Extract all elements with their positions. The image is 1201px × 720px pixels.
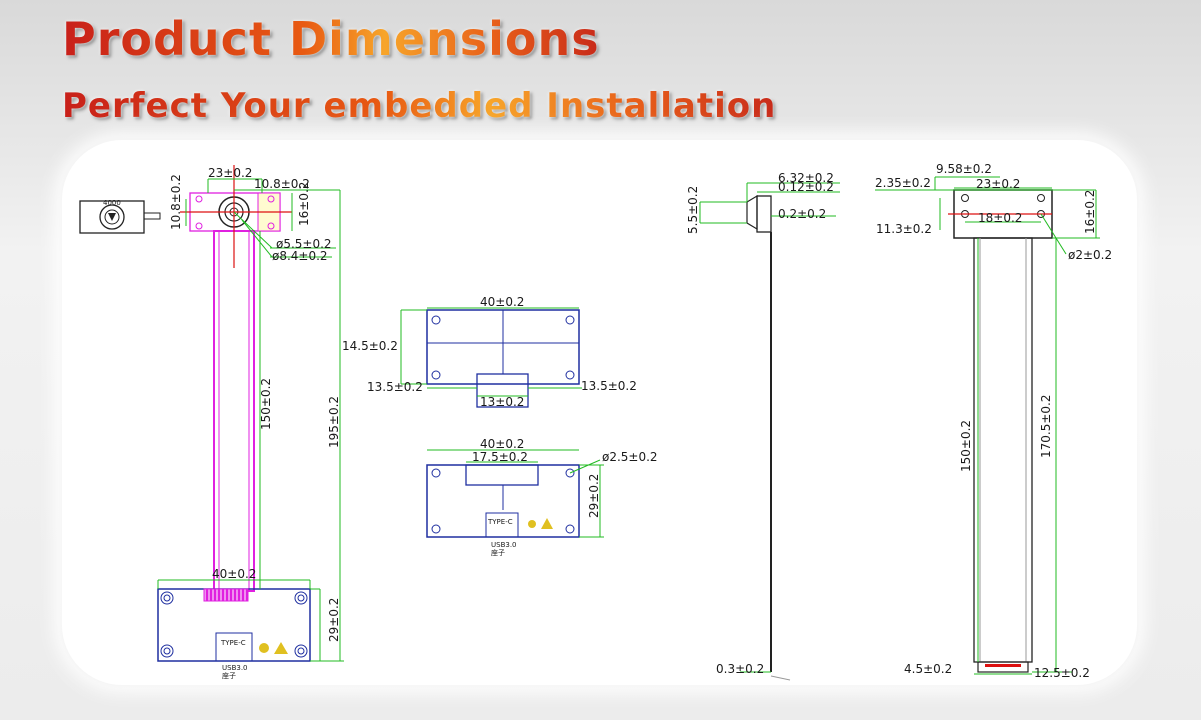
dim-side-lens-depth: 0.2±0.2 [778,207,826,221]
usb-board-usb-label: USB3.0 [491,541,517,549]
dim-back-width: 40±0.2 [480,295,524,309]
dim-back-tab-right: 13.5±0.2 [581,379,637,393]
page-title: Product Dimensions [62,12,600,66]
page-subtitle: Perfect Your embedded Installation [62,86,777,126]
dim-front-left-height: 10.8±0.2 [169,174,183,230]
usb-board-connector-label: TYPE-C [487,518,513,526]
dim-front-board-height: 29±0.2 [327,598,341,642]
dim-usb-hole-diameter: ø2.5±0.2 [602,450,658,464]
back-view: 40±0.2 14.5±0.2 13.5±0.2 13.5±0.2 13±0.2 [342,295,637,409]
dim-rear-hole-spacing: 18±0.2 [978,211,1022,225]
dim-front-total-length: 195±0.2 [327,396,341,448]
dim-lens-diameter: ø5.5±0.2 [276,237,332,251]
side-view: 6.32±0.2 0.12±0.2 0.2±0.2 5.5±0.2 0.3±0.… [686,171,840,681]
dim-front-right-height: 16±0.2 [297,182,311,226]
dim-side-gap: 0.12±0.2 [778,180,834,194]
dim-front-board-width: 40±0.2 [212,567,256,581]
front-usb-label: USB3.0 [222,664,248,672]
dim-back-tab-width: 13±0.2 [480,395,524,409]
front-connector-label: TYPE-C [220,639,246,647]
dim-rear-left-edge: 11.3±0.2 [876,222,932,236]
dim-front-width: 23±0.2 [208,166,252,180]
front-usb-board: TYPE-C USB3.0 座子 [157,588,311,680]
dim-front-cable-length: 150±0.2 [259,378,273,430]
dim-usb-board-height: 29±0.2 [587,474,601,518]
dim-back-left-height: 14.5±0.2 [342,339,398,353]
dim-back-tab-left: 13.5±0.2 [367,380,423,394]
front-thumbnail: 4000 [79,199,161,234]
dim-rear-board-width: 23±0.2 [976,177,1020,191]
dim-rear-left-offset: 2.35±0.2 [875,176,931,190]
usb-board-usb-sub-label: 座子 [491,548,505,557]
dim-front-hole-offset: 10.8±0.2 [254,177,310,191]
dim-rear-connector-width: 4.5±0.2 [904,662,952,676]
dim-usb-board-width: 40±0.2 [480,437,524,451]
thumbnail-number: 4000 [103,199,121,207]
front-ribbon-cable [213,230,255,592]
dim-lens-outer-diameter: ø8.4±0.2 [272,249,328,263]
dim-rear-cable-length: 150±0.2 [959,420,973,472]
rear-view: 9.58±0.2 2.35±0.2 23±0.2 18±0.2 11.3±0.2… [875,162,1112,680]
dim-side-lens-height: 6.32±0.2 [778,171,834,185]
front-usb-sub-label: 座子 [222,671,236,680]
dim-side-board-height: 5.5±0.2 [686,186,700,234]
dim-side-thickness: 0.3±0.2 [716,662,764,676]
front-view: 4000 [79,165,344,680]
dim-rear-connector-height: 12.5±0.2 [1034,666,1090,680]
usb-board-view: TYPE-C USB3.0 座子 40±0.2 17.5±0.2 ø2.5±0.… [426,437,658,557]
dim-usb-connector-width: 17.5±0.2 [472,450,528,464]
dim-rear-board-height: 16±0.2 [1083,190,1097,234]
dim-rear-total-length: 170.5±0.2 [1039,395,1053,459]
dim-rear-hole-diameter: ø2±0.2 [1068,248,1112,262]
dim-rear-top-width: 9.58±0.2 [936,162,992,176]
